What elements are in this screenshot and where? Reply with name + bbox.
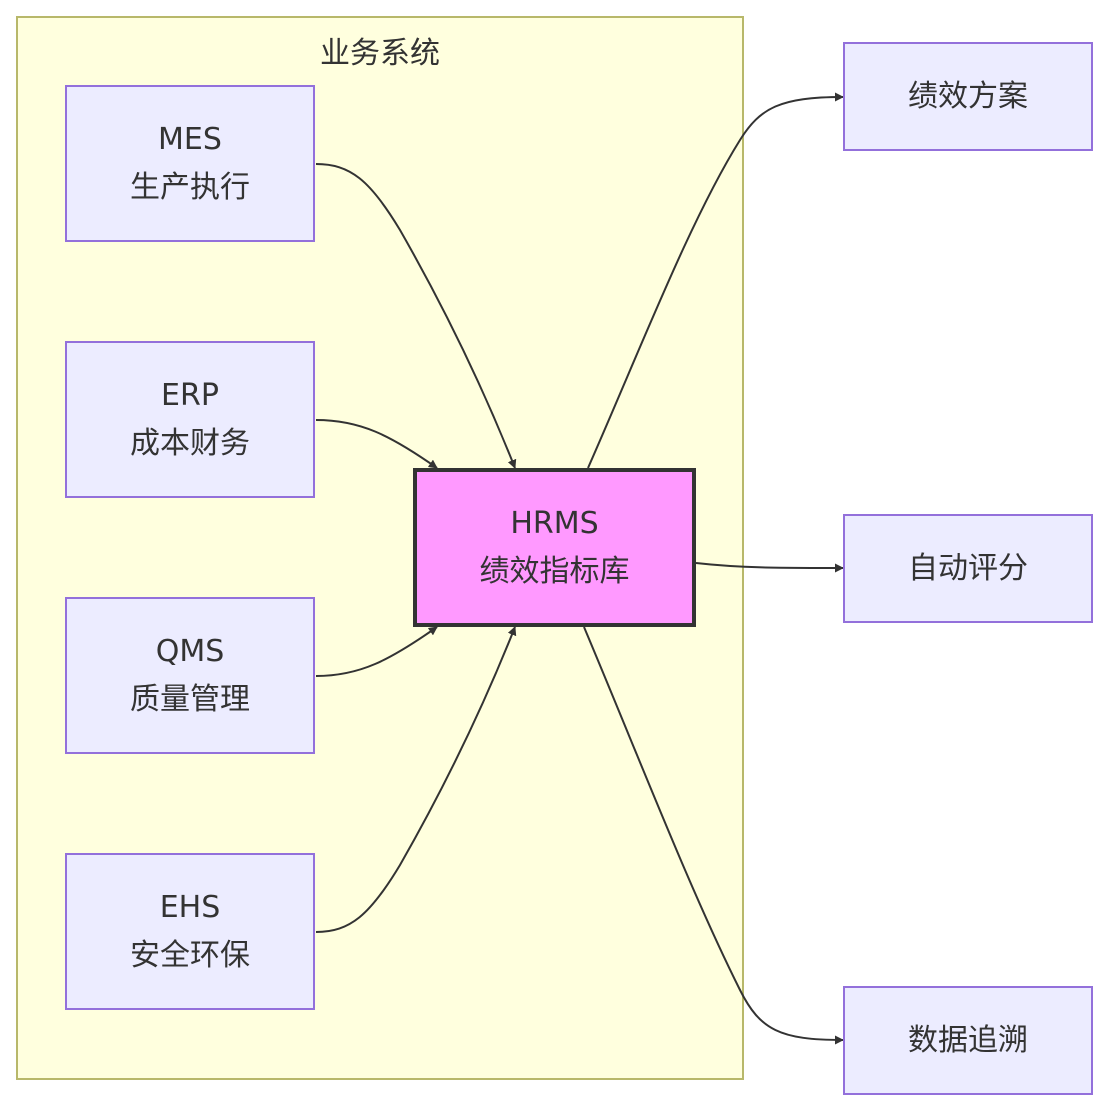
node-hrms-desc: 绩效指标库 — [479, 553, 630, 589]
node-erp-code: ERP — [161, 377, 219, 413]
node-qms-code: QMS — [155, 633, 225, 669]
node-performance-plan-label: 绩效方案 — [908, 78, 1028, 114]
node-qms-desc: 质量管理 — [130, 681, 250, 717]
edge-hrms-plan — [587, 92, 844, 469]
node-erp-desc: 成本财务 — [130, 425, 250, 461]
edge-hrms-score — [695, 562, 844, 573]
edge-qms-hrms — [315, 626, 438, 677]
node-hrms[interactable]: HRMS 绩效指标库 — [413, 468, 696, 627]
node-auto-scoring[interactable]: 自动评分 — [843, 514, 1093, 623]
node-ehs-desc: 安全环保 — [130, 937, 250, 973]
node-mes[interactable]: MES 生产执行 — [65, 85, 315, 242]
node-data-trace-label: 数据追溯 — [908, 1022, 1028, 1058]
node-ehs-code: EHS — [159, 889, 221, 925]
node-ehs[interactable]: EHS 安全环保 — [65, 853, 315, 1010]
node-mes-desc: 生产执行 — [130, 169, 250, 205]
node-erp[interactable]: ERP 成本财务 — [65, 341, 315, 498]
edge-mes-hrms — [315, 163, 517, 469]
node-data-trace[interactable]: 数据追溯 — [843, 986, 1093, 1095]
node-mes-code: MES — [158, 121, 222, 157]
node-auto-scoring-label: 自动评分 — [908, 550, 1028, 586]
node-hrms-code: HRMS — [510, 505, 599, 541]
edge-hrms-trace — [583, 626, 844, 1045]
node-performance-plan[interactable]: 绩效方案 — [843, 42, 1093, 151]
cluster-title: 业务系统 — [320, 36, 440, 71]
edge-erp-hrms — [315, 419, 438, 469]
edge-ehs-hrms — [315, 626, 517, 933]
node-qms[interactable]: QMS 质量管理 — [65, 597, 315, 754]
